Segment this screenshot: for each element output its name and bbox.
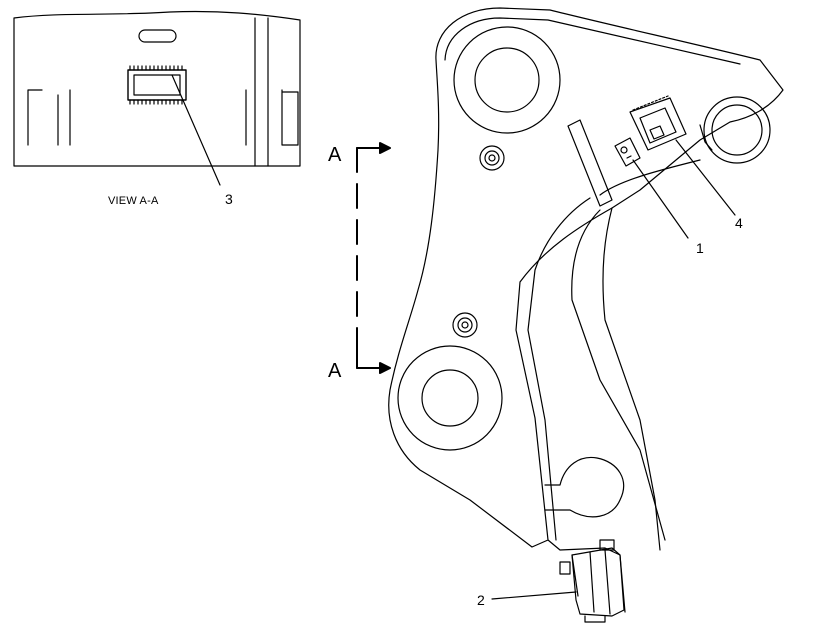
- bracket-inner-edge: [444, 17, 741, 541]
- callout-2: 2: [477, 592, 485, 608]
- decal-plate-1: [614, 137, 641, 167]
- inset-left-bracket: [27, 89, 71, 146]
- bracket-lower-edge: [547, 539, 626, 613]
- bracket-body: [388, 7, 784, 623]
- inset-slot: [138, 29, 177, 43]
- top-bore-outer: [453, 26, 561, 134]
- decal-plate-4: [629, 95, 687, 151]
- section-cut-line: [356, 142, 391, 374]
- leader-line-2: [491, 591, 577, 600]
- callout-4: 4: [735, 215, 743, 231]
- leader-line-4: [675, 139, 736, 216]
- bracket-outline: [388, 7, 784, 548]
- top-bore-inner: [474, 47, 540, 113]
- bottom-bore-outer: [397, 345, 503, 451]
- leader-line-3: [171, 74, 221, 186]
- grease-fitting-top: [479, 145, 505, 171]
- lower-slot: [544, 456, 625, 518]
- leader-line-1: [632, 159, 689, 239]
- rib-plate: [567, 119, 613, 207]
- bracket-right-edge: [571, 159, 701, 541]
- bottom-bore-inner: [421, 369, 479, 427]
- inset-view-a-a: [13, 10, 301, 186]
- inset-caption: VIEW A-A: [108, 195, 159, 207]
- hydraulic-component: [559, 539, 625, 623]
- callout-1: 1: [696, 240, 704, 256]
- bracket-right-edge-2: [602, 207, 661, 551]
- inset-frame: [13, 10, 301, 167]
- callout-3: 3: [225, 191, 233, 207]
- section-label-top: A: [328, 144, 342, 166]
- inset-decal-plate: [127, 65, 187, 105]
- inset-right-bracket: [245, 89, 299, 146]
- inset-vertical-plate: [254, 17, 269, 167]
- grease-fitting-bottom: [452, 312, 478, 338]
- cylinder-pin: [699, 96, 771, 164]
- section-label-bottom: A: [328, 360, 342, 382]
